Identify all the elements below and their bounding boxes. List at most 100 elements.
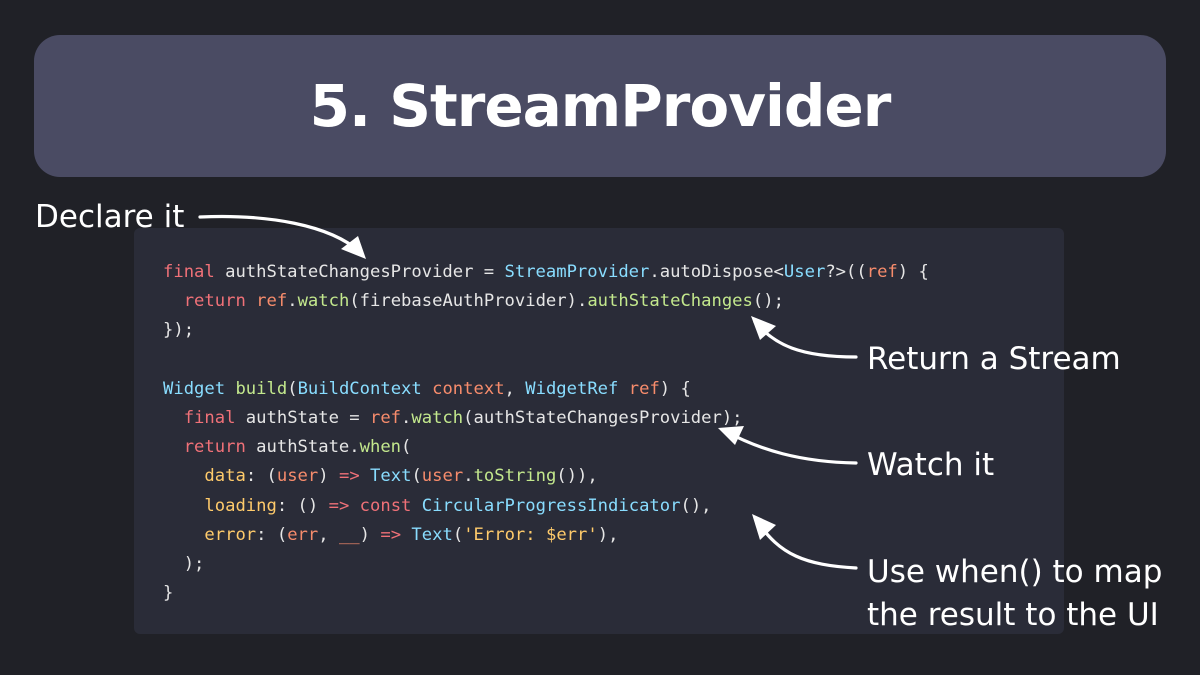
code-line: return authState.when( [163, 433, 929, 462]
annotation-return-stream: Return a Stream [867, 341, 1121, 377]
code-token: loading [204, 495, 277, 516]
code-line: error: (err, __) => Text('Error: $err'), [163, 521, 929, 550]
code-token: CircularProgressIndicator [421, 495, 681, 516]
code-token [360, 466, 370, 486]
title-banner: 5. StreamProvider [34, 35, 1166, 177]
annotation-use-when-line1: Use when() to map [867, 554, 1163, 590]
code-line: Widget build(BuildContext context, Widge… [163, 375, 929, 404]
code-token: toString [473, 466, 557, 487]
code-token: authState. [245, 437, 360, 458]
code-token: } [163, 583, 174, 604]
code-token: ref [369, 407, 402, 428]
code-token: => [338, 466, 360, 487]
annotation-declare: Declare it [35, 199, 185, 235]
code-token: __ [338, 524, 360, 545]
code-token: }); [163, 320, 195, 341]
code-token [618, 379, 628, 399]
code-token: watch [297, 291, 350, 312]
code-token [422, 379, 432, 399]
code-token: (); [752, 291, 784, 312]
code-token: build [235, 378, 288, 399]
code-line: return ref.watch(firebaseAuthProvider).a… [163, 287, 929, 316]
code-token: StreamProvider [504, 262, 650, 282]
code-token: ), [597, 524, 619, 545]
code-line: loading: () => const CircularProgressInd… [163, 492, 929, 521]
code-token: ) [359, 524, 381, 545]
code-token [349, 496, 359, 516]
code-block: final authStateChangesProvider = StreamP… [163, 258, 929, 608]
code-token: : () [276, 495, 329, 516]
code-token: => [328, 495, 350, 516]
code-token: . [401, 407, 412, 428]
code-token [163, 496, 204, 516]
code-token: watch [411, 407, 464, 428]
code-token: , [318, 524, 339, 545]
code-token: Widget [163, 378, 226, 399]
code-token: ( [287, 378, 298, 399]
code-token: (), [680, 495, 712, 516]
code-line: final authStateChangesProvider = StreamP… [163, 258, 929, 287]
code-token: ) { [897, 262, 929, 282]
code-line: }); [163, 316, 929, 345]
code-token [163, 408, 184, 428]
code-token [246, 291, 256, 311]
code-line: data: (user) => Text(user.toString()), [163, 462, 929, 491]
code-token: , [504, 378, 526, 399]
code-token: ); [163, 553, 205, 574]
code-token: ref [256, 291, 288, 312]
code-line: } [163, 579, 929, 608]
code-token: ()), [556, 466, 598, 487]
code-token: ref [628, 378, 660, 399]
code-token [225, 379, 235, 399]
code-token: : ( [256, 524, 288, 545]
code-token [163, 466, 204, 486]
code-token [163, 437, 184, 457]
code-token: user [421, 466, 464, 487]
code-token: ?>(( [825, 262, 867, 282]
code-token: User [783, 262, 826, 282]
code-token: final [163, 262, 215, 282]
code-token: data [204, 466, 246, 487]
code-token: ( [452, 524, 464, 545]
code-token: Text [370, 466, 412, 487]
code-token [411, 496, 421, 516]
code-token: BuildContext [297, 378, 422, 399]
code-token [401, 525, 411, 545]
code-token: 'Error: $err' [463, 524, 598, 545]
code-token [163, 291, 184, 311]
code-token: authState = [235, 407, 370, 428]
code-token: final [183, 407, 236, 428]
code-token: err [287, 524, 319, 545]
code-token: when [359, 437, 402, 458]
code-line: ); [163, 550, 929, 579]
code-token: error [204, 524, 257, 545]
code-token: (firebaseAuthProvider). [349, 291, 588, 312]
code-token: ) { [659, 378, 691, 399]
code-token: user [276, 466, 319, 487]
code-token: const [359, 495, 412, 516]
code-token: return [183, 291, 246, 312]
code-panel [134, 228, 1064, 634]
code-token: ( [401, 437, 412, 458]
code-token: => [380, 524, 402, 545]
code-token: WidgetRef [525, 378, 619, 399]
code-line [163, 346, 929, 375]
code-token: ( [411, 466, 422, 487]
slide-title: 5. StreamProvider [309, 72, 892, 140]
code-token: : ( [245, 466, 277, 487]
code-token [163, 525, 204, 545]
code-token: .autoDispose< [649, 262, 784, 282]
annotation-watch: Watch it [867, 447, 995, 483]
code-token: ref [866, 262, 898, 282]
code-token: (authStateChangesProvider); [463, 407, 743, 428]
code-token: . [463, 466, 474, 487]
code-line: final authState = ref.watch(authStateCha… [163, 404, 929, 433]
code-token: context [432, 378, 505, 399]
code-token: authStateChanges [587, 291, 753, 312]
code-token: . [287, 291, 298, 312]
code-token: return [183, 437, 246, 458]
annotation-use-when-line2: the result to the UI [867, 597, 1159, 633]
code-token: ) [318, 466, 339, 487]
code-token: authStateChangesProvider = [214, 262, 505, 282]
code-token: Text [411, 524, 453, 545]
